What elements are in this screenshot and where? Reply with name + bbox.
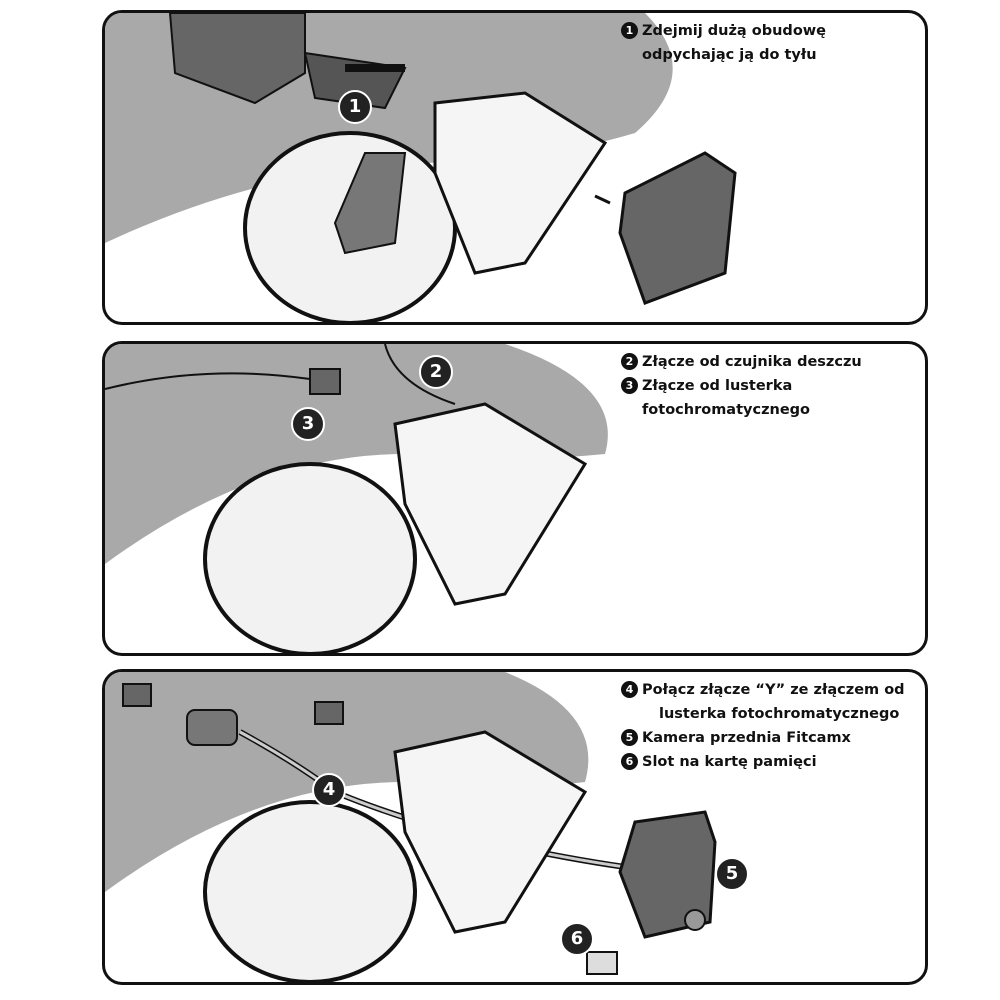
step-number-badge: 1 [621,22,638,39]
step-marker-4: 4 [312,773,346,807]
step-number-badge: 3 [621,377,638,394]
mirror-mount [393,402,588,606]
caption-text: fotochromatycznego [642,402,811,418]
mirror-mount [433,91,608,275]
step-marker-6: 6 [560,922,594,956]
connector [122,683,152,707]
cable [105,372,311,390]
large-cover [168,13,306,105]
caption-text: Slot na kartę pamięci [642,754,817,770]
caption-text: lusterka fotochromatycznego [659,706,900,722]
step-marker-2: 2 [419,355,453,389]
camera-housing [618,151,737,305]
illustration-remove-cover [105,13,925,322]
y-adapter [186,709,238,746]
caption-text: Połącz złącze “Y” ze złączem od [642,682,905,698]
step-number-badge: 5 [621,729,638,746]
step-number-badge: 2 [621,353,638,370]
step-number-badge: 4 [621,681,638,698]
caption-text: Złącze od czujnika deszczu [642,354,862,370]
illustration-connectors [105,344,925,653]
memory-card [586,951,618,975]
connector [314,701,344,725]
caption-text: Kamera przednia Fitcamx [642,730,851,746]
mirror [203,462,417,653]
illustration-install-camera [105,672,925,982]
caption-text: odpychając ją do tyłu [642,47,817,63]
step-marker-1: 1 [338,90,372,124]
step-marker-5: 5 [715,857,749,891]
mirror-mount [393,730,588,934]
mirror [203,800,417,982]
step-marker-3: 3 [291,407,325,441]
fitcamx-camera [618,810,717,939]
connector [309,368,341,395]
caption-text: Złącze od lusterka [642,378,793,394]
caption-text: Zdejmij dużą obudowę [642,23,827,39]
step-number-badge: 6 [621,753,638,770]
